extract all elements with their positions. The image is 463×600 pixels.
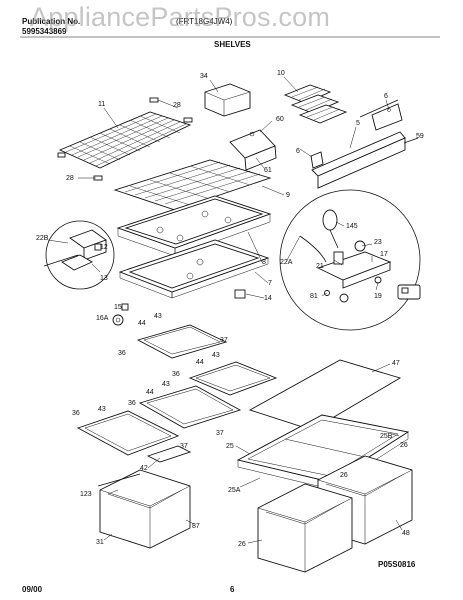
callout-6-lower: 6: [296, 148, 300, 155]
publication-label: Publication No.: [22, 17, 81, 26]
callout-6: 6: [384, 93, 388, 100]
callout-123: 123: [80, 491, 92, 498]
callout-14: 14: [264, 295, 272, 302]
callout-26-c: 26: [238, 541, 246, 548]
shelf-assembly-upper: [113, 159, 272, 211]
meat-drawer: [99, 469, 191, 549]
glass-shelf-2: [188, 361, 278, 396]
shelf-rail: [310, 99, 419, 189]
callout-87: 87: [192, 523, 200, 530]
glass-shelf-4: [76, 410, 180, 456]
callout-59: 59: [416, 133, 424, 140]
callout-22b: 22B: [36, 235, 49, 242]
egg-trays: [283, 84, 348, 124]
callout-5: 5: [356, 120, 360, 127]
callout-12: 12: [100, 244, 108, 251]
callout-26-b: 26: [340, 472, 348, 479]
callout-36: 36: [118, 350, 126, 357]
shelf-clip: [183, 117, 193, 123]
dairy-bin: [204, 83, 251, 117]
publication-number: 5995343869: [22, 27, 67, 36]
callout-21: 21: [316, 263, 324, 270]
callout-15: 15: [114, 304, 122, 311]
footer-date: 09/00: [22, 585, 43, 594]
callout-17: 17: [380, 251, 388, 258]
callout-37-c: 37: [180, 443, 188, 450]
callout-36-d: 36: [72, 410, 80, 417]
callout-11: 11: [98, 101, 105, 108]
detail-circle-left: [43, 220, 115, 290]
callout-25: 25: [226, 443, 234, 450]
meat-drawer-rail: [97, 445, 192, 487]
wire-shelf: [57, 97, 193, 181]
glass-shelf-1: [136, 324, 228, 359]
callout-44-c: 44: [146, 389, 154, 396]
watermark: AppliancePartsPros.com: [30, 2, 331, 32]
model-number: (FRT18G4JW4): [176, 17, 233, 26]
callout-43: 43: [154, 313, 162, 320]
callout-44-b: 44: [196, 359, 204, 366]
callout-36-b: 36: [172, 371, 180, 378]
callout-8: 8: [262, 259, 266, 266]
callout-10: 10: [277, 70, 285, 77]
callout-23: 23: [374, 239, 382, 246]
callout-48: 48: [402, 530, 410, 537]
callout-42: 42: [140, 465, 148, 472]
shelf-bumper: [234, 289, 246, 299]
shelf-clip: [149, 97, 159, 103]
callout-36-c: 36: [128, 400, 136, 407]
glass-shelf-3: [138, 385, 242, 429]
callout-37-b: 37: [216, 430, 224, 437]
callout-25b: 25B: [380, 433, 393, 440]
callout-labels: 34 10 11 28 28 60 6 6 5 59 61 9 22B 12 1…: [36, 70, 424, 548]
callout-7: 7: [268, 280, 272, 287]
callout-28: 28: [173, 102, 181, 109]
shelf-lower-frame: [118, 239, 270, 299]
callout-43-b: 43: [212, 352, 220, 359]
callout-28-lower: 28: [66, 175, 74, 182]
callout-25a: 25A: [228, 487, 241, 494]
figure-code: P05S0816: [378, 560, 416, 569]
callout-16a: 16A: [96, 315, 109, 322]
callout-37: 37: [220, 337, 228, 344]
small-parts: [112, 303, 129, 326]
callout-43-c: 43: [162, 381, 170, 388]
callout-60: 60: [276, 116, 284, 123]
shelf-clip: [57, 152, 66, 158]
callout-34: 34: [200, 73, 208, 80]
callout-44: 44: [138, 320, 146, 327]
callout-81: 81: [310, 293, 318, 300]
callout-26: 26: [400, 442, 408, 449]
shelf-bracket: [229, 129, 277, 171]
callout-13: 13: [100, 275, 108, 282]
crisper-glass: [248, 359, 402, 431]
callout-43-d: 43: [98, 406, 106, 413]
callout-22a: 22A: [280, 259, 293, 266]
section-title: SHELVES: [214, 40, 251, 49]
callout-61: 61: [264, 167, 272, 174]
callout-145: 145: [346, 223, 358, 230]
callout-9: 9: [286, 192, 290, 199]
callout-19: 19: [374, 293, 382, 300]
crisper-drawer-left: [257, 483, 353, 573]
light-module: [397, 284, 421, 300]
callout-47: 47: [392, 360, 400, 367]
leader-lines: [47, 76, 403, 544]
page-number: 6: [230, 585, 235, 594]
callout-31: 31: [96, 539, 104, 546]
detail-circle-right: [279, 189, 421, 331]
